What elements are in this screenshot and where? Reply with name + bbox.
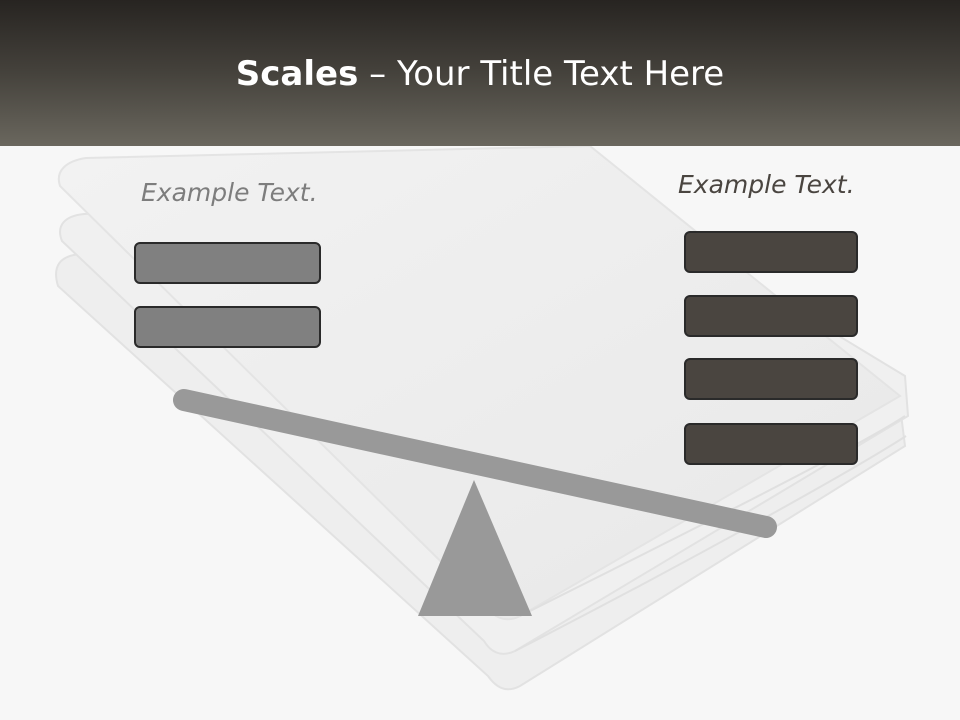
- left-example-text: Example Text.: [141, 178, 318, 207]
- title-bold: Scales: [235, 54, 359, 94]
- right-box-1: [684, 231, 858, 273]
- left-box-1: [134, 242, 321, 284]
- right-box-4: [684, 423, 858, 465]
- right-box-2: [684, 295, 858, 337]
- title-rest: – Your Title Text Here: [358, 54, 725, 94]
- slide-title: Scales – Your Title Text Here: [0, 52, 960, 96]
- right-box-3: [684, 358, 858, 400]
- left-box-2: [134, 306, 321, 348]
- right-example-text: Example Text.: [678, 170, 855, 199]
- title-bar: Scales – Your Title Text Here: [0, 0, 960, 146]
